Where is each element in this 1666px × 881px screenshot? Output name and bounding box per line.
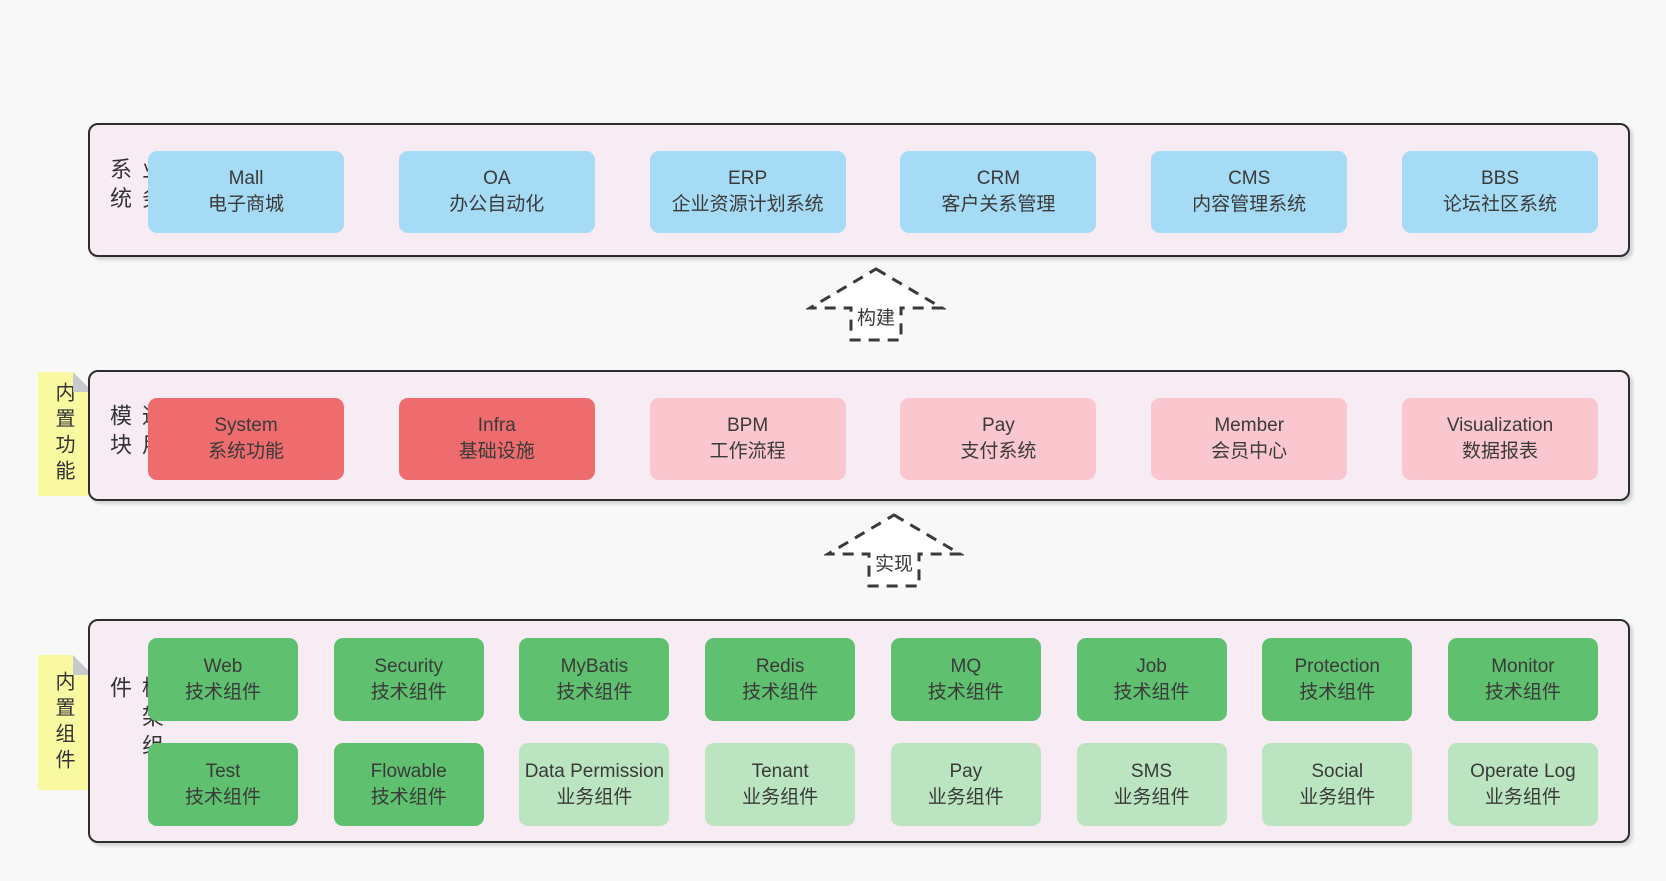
box-name: BBS [1480, 168, 1519, 189]
box-name: MyBatis [560, 655, 629, 677]
box-crm: CRM 客户关系管理 [900, 151, 1097, 233]
box-mybatis: MyBatis 技术组件 [519, 638, 670, 721]
box-subtitle: 技术组件 [1299, 681, 1376, 703]
box-name: Web [203, 655, 243, 677]
box-name: Redis [755, 655, 805, 677]
sticky-label-built-in-components: 内置组件 [52, 670, 74, 775]
box-name: Operate Log [1470, 760, 1576, 782]
box-social: Social 业务组件 [1262, 743, 1413, 826]
framework-components-row-1: Web 技术组件 Security 技术组件 MyBatis 技术组件 Redi… [148, 638, 1598, 721]
box-redis: Redis 技术组件 [705, 638, 856, 721]
band-framework-components: 框架组件 Web 技术组件 Security 技术组件 MyBatis 技术组件… [88, 619, 1630, 843]
band-business-systems: 业务系统 Mall 电子商城 OA 办公自动化 ERP 企业资源计划系统 CRM… [88, 123, 1630, 257]
box-subtitle: 技术组件 [927, 681, 1004, 703]
box-subtitle: 会员中心 [1211, 441, 1288, 462]
box-name: Mall [228, 168, 264, 189]
box-subtitle: 数据报表 [1461, 441, 1538, 462]
box-flowable: Flowable 技术组件 [333, 743, 484, 826]
box-subtitle: 论坛社区系统 [1442, 194, 1557, 215]
box-pay-component: Pay 业务组件 [890, 743, 1041, 826]
box-subtitle: 业务组件 [1484, 786, 1561, 808]
implement-arrow: 实现 [824, 512, 964, 590]
box-subtitle: 工作流程 [709, 441, 786, 462]
box-tenant: Tenant 业务组件 [705, 743, 856, 826]
box-operate-log: Operate Log 业务组件 [1447, 743, 1598, 826]
box-subtitle: 技术组件 [184, 681, 261, 703]
build-arrow: 构建 [806, 266, 946, 344]
box-subtitle: 系统功能 [207, 441, 284, 462]
box-name: Protection [1294, 655, 1380, 677]
box-subtitle: 支付系统 [960, 441, 1037, 462]
box-web: Web 技术组件 [148, 638, 298, 721]
box-mall: Mall 电子商城 [148, 151, 344, 233]
box-name: Test [205, 760, 241, 782]
box-subtitle: 业务组件 [927, 786, 1004, 808]
box-sms: SMS 业务组件 [1076, 743, 1227, 826]
sticky-built-in-components: 内置组件 [38, 655, 93, 790]
box-subtitle: 办公自动化 [449, 194, 545, 215]
box-bbs: BBS 论坛社区系统 [1401, 151, 1598, 233]
box-protection: Protection 技术组件 [1262, 638, 1413, 721]
sticky-built-in-features: 内置功能 [38, 372, 93, 496]
box-name: System [214, 415, 278, 436]
box-name: Monitor [1491, 655, 1555, 677]
box-subtitle: 业务组件 [742, 786, 819, 808]
box-security: Security 技术组件 [333, 638, 484, 721]
box-data-permission: Data Permission 业务组件 [519, 743, 670, 826]
box-subtitle: 技术组件 [184, 786, 261, 808]
box-subtitle: 技术组件 [1484, 681, 1561, 703]
box-cms: CMS 内容管理系统 [1151, 151, 1348, 233]
box-erp: ERP 企业资源计划系统 [649, 151, 846, 233]
box-name: Infra [477, 415, 516, 436]
implement-arrow-label: 实现 [871, 549, 917, 576]
box-subtitle: 企业资源计划系统 [671, 194, 824, 215]
box-name: Pay [982, 415, 1015, 436]
box-name: CMS [1228, 168, 1271, 189]
common-modules-row: System 系统功能 Infra 基础设施 BPM 工作流程 Pay 支付系统… [148, 398, 1598, 480]
box-pay-system: Pay 支付系统 [900, 398, 1097, 480]
box-name: Social [1311, 760, 1364, 782]
box-subtitle: 业务组件 [1113, 786, 1190, 808]
box-subtitle: 技术组件 [370, 681, 447, 703]
box-subtitle: 技术组件 [370, 786, 447, 808]
box-subtitle: 内容管理系统 [1192, 194, 1307, 215]
box-member: Member 会员中心 [1151, 398, 1348, 480]
band-common-modules: 通用模块 System 系统功能 Infra 基础设施 BPM 工作流程 Pay… [88, 370, 1630, 501]
box-subtitle: 技术组件 [556, 681, 633, 703]
sticky-label-built-in-features: 内置功能 [52, 382, 74, 486]
box-name: Visualization [1446, 415, 1554, 436]
box-infra: Infra 基础设施 [398, 398, 595, 480]
box-subtitle: 基础设施 [458, 441, 535, 462]
box-monitor: Monitor 技术组件 [1447, 638, 1598, 721]
box-name: CRM [976, 168, 1021, 189]
box-name: OA [483, 168, 511, 189]
box-name: MQ [950, 655, 982, 677]
box-subtitle: 技术组件 [1113, 681, 1190, 703]
box-subtitle: 技术组件 [742, 681, 819, 703]
box-mq: MQ 技术组件 [890, 638, 1041, 721]
box-name: Flowable [370, 760, 447, 782]
box-system: System 系统功能 [148, 398, 344, 480]
box-name: Data Permission [524, 760, 665, 782]
box-subtitle: 业务组件 [556, 786, 633, 808]
box-subtitle: 业务组件 [1299, 786, 1376, 808]
box-test: Test 技术组件 [148, 743, 298, 826]
box-name: ERP [728, 168, 768, 189]
box-name: Job [1136, 655, 1167, 677]
business-systems-row: Mall 电子商城 OA 办公自动化 ERP 企业资源计划系统 CRM 客户关系… [148, 151, 1598, 233]
box-name: BPM [727, 415, 769, 436]
box-subtitle: 客户关系管理 [941, 194, 1056, 215]
box-name: Pay [949, 760, 983, 782]
box-name: Tenant [751, 760, 809, 782]
box-name: SMS [1130, 760, 1173, 782]
box-name: Member [1214, 415, 1285, 436]
box-visualization: Visualization 数据报表 [1401, 398, 1598, 480]
box-bpm: BPM 工作流程 [649, 398, 846, 480]
box-oa: OA 办公自动化 [398, 151, 595, 233]
build-arrow-label: 构建 [853, 303, 899, 330]
box-subtitle: 电子商城 [207, 194, 284, 215]
framework-components-row-2: Test 技术组件 Flowable 技术组件 Data Permission … [148, 743, 1598, 826]
box-job: Job 技术组件 [1076, 638, 1227, 721]
box-name: Security [374, 655, 444, 677]
